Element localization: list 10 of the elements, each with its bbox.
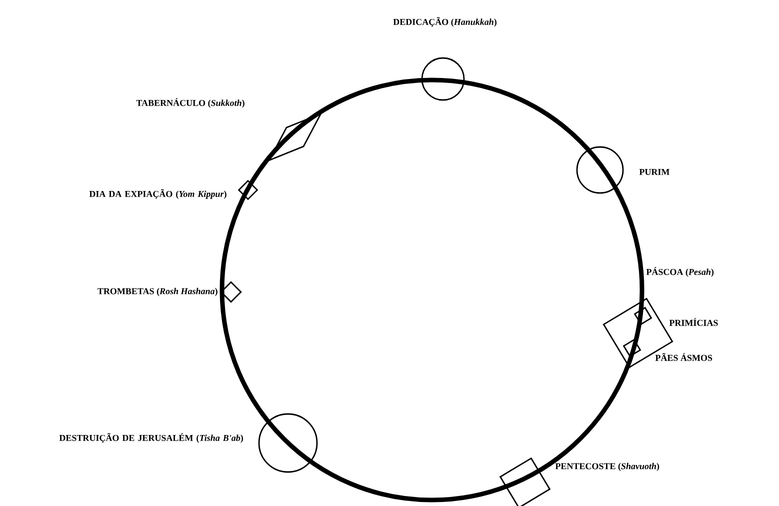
feast-label: DEDICAÇÃO (Hanukkah) (393, 17, 496, 27)
feast-label: PÃES ÁSMOS (655, 353, 712, 361)
feast-label: TROMBETAS (Rosh Hashana) (98, 288, 218, 296)
feast-label: PENTECOSTE (Shavuoth) (555, 462, 660, 472)
feast-label: DESTRUIÇÃO DE JERUSALÉM (Tisha B'ab) (59, 433, 243, 443)
feast-label: TABERNÁCULO (Sukkoth) (136, 98, 244, 108)
feast-label: PURIM (639, 169, 670, 175)
feast-label: PRIMÍCIAS (669, 318, 718, 326)
feast-label: PÁSCOA (Pesah) (646, 267, 714, 277)
feast-label: DIA DA EXPIAÇÃO (Yom Kippur) (89, 189, 226, 199)
